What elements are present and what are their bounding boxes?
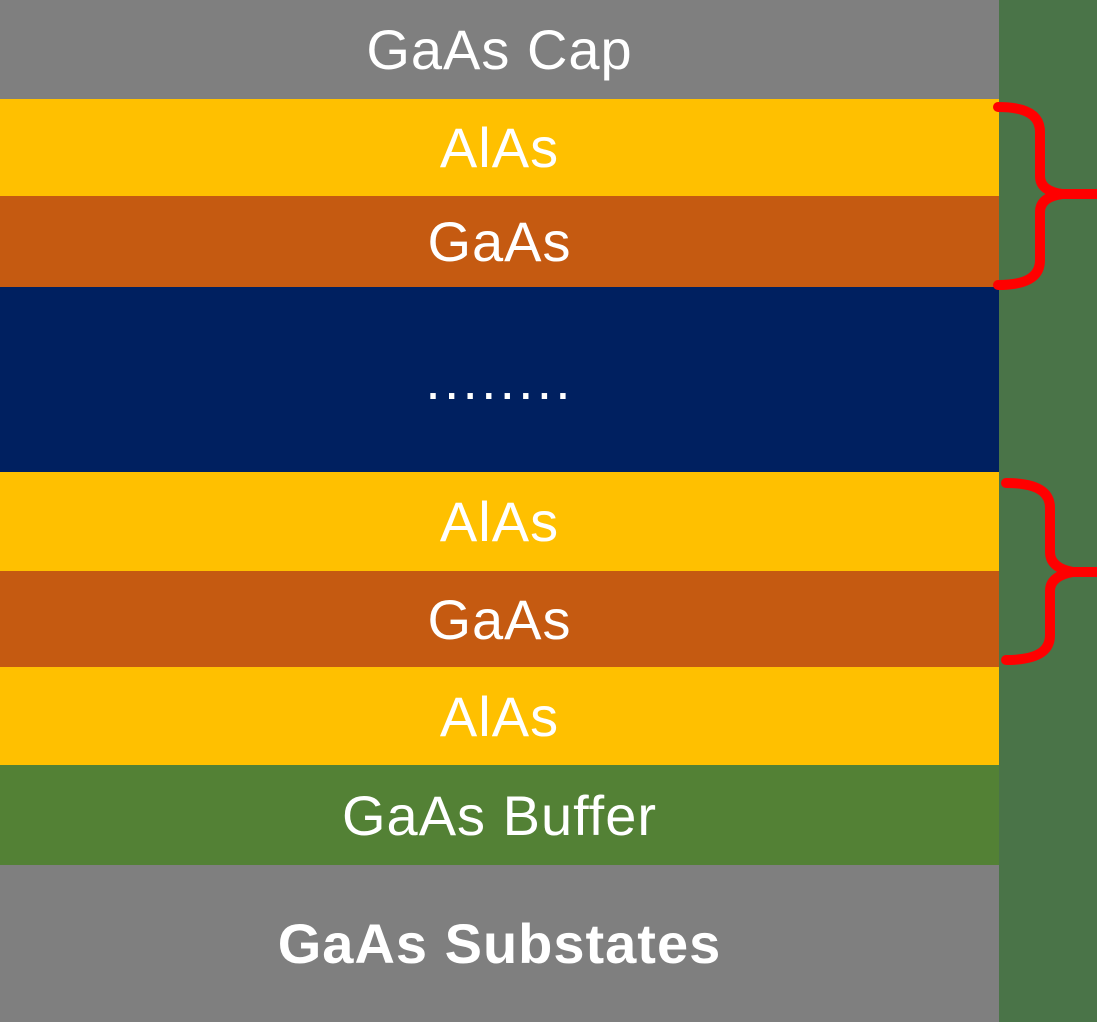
repeat-dots-label: ........ (425, 348, 574, 411)
layer-gaas-middle: GaAs (0, 571, 999, 667)
layer-label-gaas-top: GaAs (427, 210, 572, 273)
layer-label-alas-top: AlAs (439, 116, 560, 179)
layer-alas-middle: AlAs (0, 472, 999, 571)
epitaxial-layer-stack: GaAs Cap AlAs GaAs ........ AlAs GaAs Al… (0, 0, 999, 1022)
layer-label-alas-bottom: AlAs (439, 684, 560, 748)
layer-gaas-top: GaAs (0, 196, 999, 287)
layer-label-gaas-middle: GaAs (427, 587, 572, 651)
layer-repeat-region: ........ (0, 287, 999, 472)
layer-alas-top: AlAs (0, 99, 999, 196)
layer-gaas-substrate: GaAs Substates (0, 865, 999, 1022)
layer-alas-bottom: AlAs (0, 667, 999, 765)
layer-gaas-cap: GaAs Cap (0, 0, 999, 99)
right-background-strip (999, 0, 1097, 1022)
layer-label-alas-middle: AlAs (439, 490, 560, 553)
layer-label-gaas-buffer: GaAs Buffer (341, 783, 657, 847)
layer-gaas-buffer: GaAs Buffer (0, 765, 999, 865)
layer-label-gaas-cap: GaAs Cap (366, 18, 633, 81)
layer-label-gaas-substrate: GaAs Substates (277, 912, 722, 975)
